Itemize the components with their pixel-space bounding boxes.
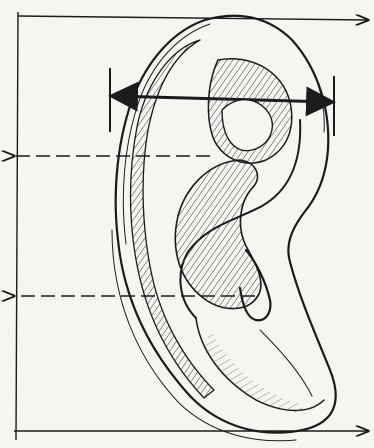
ear-sketch-canvas [0, 0, 374, 448]
ear-sketch-drawing [0, 0, 374, 448]
